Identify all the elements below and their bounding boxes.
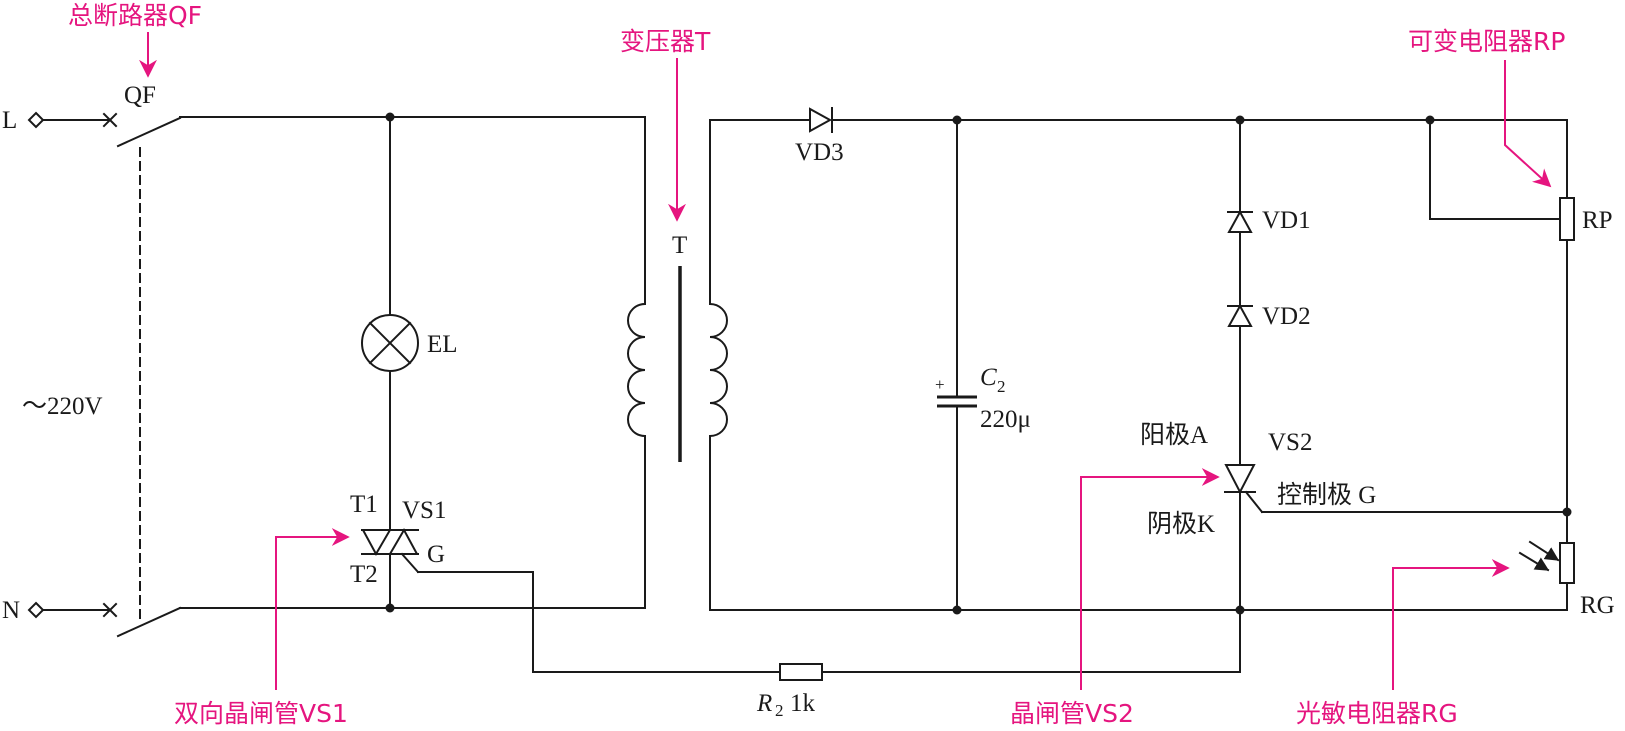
callout-transformer-text: 变压器T (620, 27, 711, 56)
breaker-qf (116, 116, 182, 638)
callout-transformer: 变压器T (620, 27, 711, 222)
variable-resistor-rp (1429, 119, 1575, 544)
label-c2: C (980, 364, 997, 391)
terminal-N (27, 601, 118, 619)
callout-rg-text: 光敏电阻器RG (1296, 699, 1458, 728)
callout-qf: 总断路器QF (68, 1, 202, 78)
label-rp: RP (1582, 207, 1613, 234)
label-qf: QF (124, 82, 156, 109)
callout-rg: 光敏电阻器RG (1296, 559, 1510, 728)
label-anode: 阳极A (1140, 421, 1208, 449)
label-vs1: VS1 (402, 497, 446, 524)
label-vd3: VD3 (795, 139, 844, 166)
label-g1: G (427, 541, 445, 568)
label-c2-value: 220μ (980, 406, 1031, 433)
transformer-t (627, 119, 728, 611)
scr-vs2 (1224, 464, 1572, 673)
label-vd1: VD1 (1262, 207, 1311, 234)
lamp-el (361, 314, 419, 372)
label-rg: RG (1580, 592, 1615, 619)
diode-vd3 (809, 107, 833, 133)
label-vs2: VS2 (1268, 429, 1312, 456)
label-t2: T2 (350, 561, 378, 588)
terminal-L (27, 111, 118, 129)
capacitor-c2 (937, 119, 977, 611)
label-r2: R (756, 690, 772, 717)
label-l: L (2, 107, 17, 134)
label-r2-value: 1k (790, 690, 816, 717)
label-voltage: ～220V (22, 393, 103, 420)
callout-vs2: 晶闸管VS2 (1010, 468, 1220, 728)
callout-rp: 可变电阻器RP (1408, 27, 1565, 188)
label-c2-sub: 2 (997, 377, 1006, 396)
diode-vd2 (1227, 303, 1253, 466)
label-el: EL (427, 331, 458, 358)
label-r2-sub: 2 (775, 701, 784, 720)
resistor-r2 (532, 663, 1241, 681)
callout-vs1-text: 双向晶闸管VS1 (174, 699, 348, 728)
triac-vs1 (361, 527, 534, 673)
label-n: N (2, 597, 20, 624)
secondary-circuit (709, 115, 1568, 615)
photoresistor-rg (1518, 540, 1575, 611)
label-t: T (672, 232, 687, 259)
label-c2-plus: + (935, 375, 945, 394)
callout-rp-text: 可变电阻器RP (1408, 27, 1565, 56)
label-cathode: 阴极K (1147, 510, 1215, 538)
callout-qf-text: 总断路器QF (68, 1, 202, 30)
label-gate: 控制极 G (1277, 481, 1376, 509)
primary-circuit (179, 112, 646, 613)
callout-vs1: 双向晶闸管VS1 (174, 528, 350, 728)
label-vd2: VD2 (1262, 303, 1311, 330)
callout-vs2-text: 晶闸管VS2 (1010, 699, 1134, 728)
label-t1: T1 (350, 491, 378, 518)
diode-vd1 (1227, 119, 1253, 307)
